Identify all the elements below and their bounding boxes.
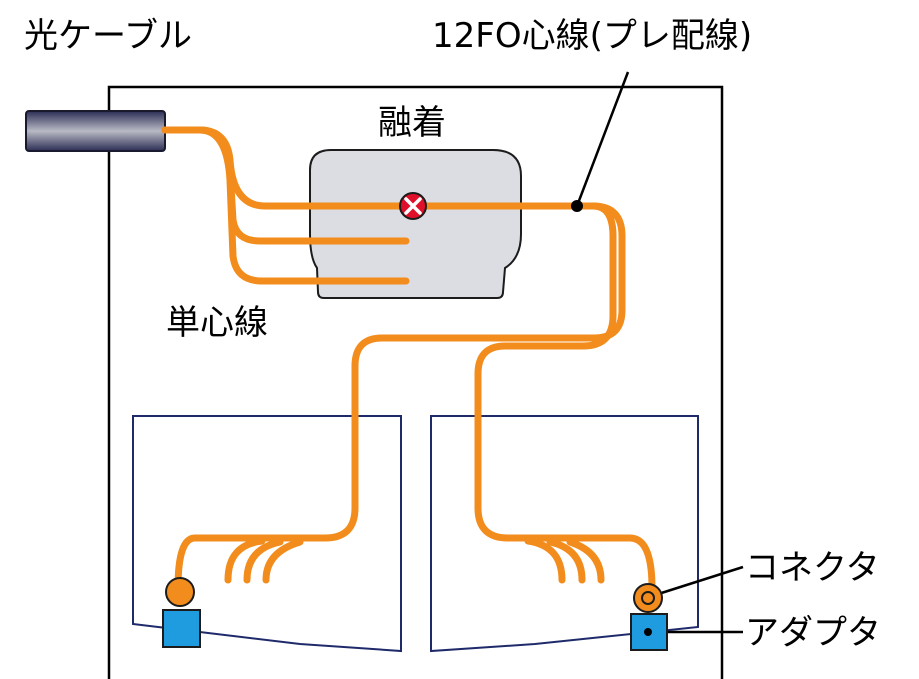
optical-cable [25,110,166,152]
x-circle-icon [399,192,427,220]
adapter-label: アダプタ [745,613,881,653]
adapter-left [162,609,201,648]
pre-wired-fiber [174,202,656,592]
optical-cable-label: 光ケーブル [24,16,192,56]
single-fiber-3 [161,126,410,285]
fanout-left-2 [243,538,284,584]
single-fibers [161,126,417,285]
connector-left [165,577,195,607]
leader-12fo [575,71,630,207]
fiber-12fo-branch [474,202,656,592]
fiber-12fo-main [174,202,626,592]
connector-right-core [641,591,655,605]
splice-box [309,149,522,299]
fanout-left-3 [262,538,304,584]
connector-label: コネクタ [745,548,880,588]
fusion-label: 融着 [378,103,446,143]
fanout-left-1 [224,537,266,584]
fanout-right-1 [524,537,566,584]
right-tray [430,415,699,653]
fanout-right-2 [546,538,586,584]
fiber-12fo-label: 12FO心線(プレ配線) [432,16,753,56]
leader-connector [651,565,744,598]
adapter-right-dot [644,628,652,636]
fiber-junction-dot [571,200,583,212]
fanout-right-3 [566,538,605,584]
single-fiber-label: 単心線 [166,303,268,343]
